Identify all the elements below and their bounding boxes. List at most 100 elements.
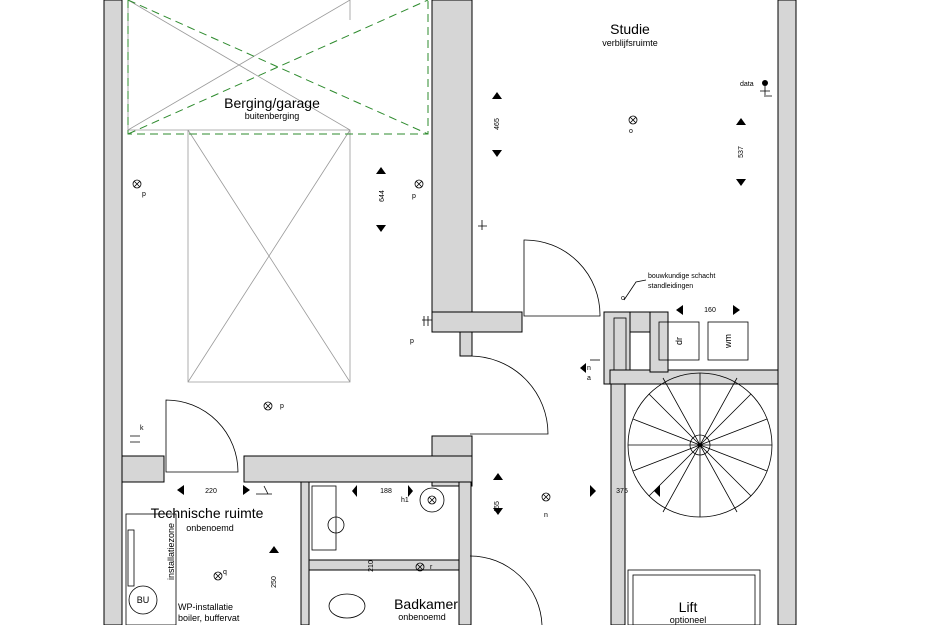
door-corridor[interactable]	[469, 355, 549, 435]
room-name-studie: Studie	[610, 21, 650, 37]
toilet	[328, 593, 366, 619]
outer-wall-left	[103, 0, 123, 625]
bu-label: BU	[137, 595, 150, 605]
dimension-210: 210	[368, 560, 375, 572]
wall-stair-top	[609, 369, 779, 385]
room-sub-studie: verblijfsruimte	[602, 38, 658, 48]
room-sub-badkamer: onbenoemd	[398, 612, 446, 622]
symbol-letter-n: n	[544, 512, 548, 519]
outlet-marker	[352, 485, 357, 497]
outlet-marker	[408, 485, 413, 497]
room-name-berging: Berging/garage	[224, 95, 320, 111]
wall-stair-left	[610, 383, 626, 625]
outlet-marker	[492, 150, 502, 157]
wp-label-1: WP-installatie	[178, 602, 233, 612]
ceiling-light	[263, 401, 273, 411]
outlet-marker	[376, 225, 386, 232]
installatiezone-label: installatiezone	[166, 523, 176, 580]
ceiling-light	[427, 495, 437, 505]
room-sub-berging: buitenberging	[245, 111, 300, 121]
data-outlet	[762, 80, 768, 86]
outer-wall-right	[777, 0, 797, 625]
dimension-644: 644	[379, 190, 386, 202]
room-name-lift: Lift	[679, 599, 698, 615]
room-labels: Berging/garage buitenberging Studie verb…	[151, 21, 707, 625]
outlet-marker	[493, 473, 503, 480]
dimension-160: 160	[704, 307, 716, 314]
installatie-unit	[127, 529, 135, 587]
wall-berging-bottom-left	[121, 455, 165, 483]
wall-switch	[478, 220, 487, 230]
spiral-stair	[627, 372, 773, 518]
dimension-250: 250	[271, 576, 278, 588]
garage-door-zone	[127, 0, 429, 135]
lift-box	[627, 569, 761, 625]
dryer-box	[658, 321, 700, 361]
symbol-letter-q: q	[223, 569, 227, 576]
room-sub-lift: optioneel	[670, 615, 707, 625]
symbol-letter-h1: h1	[401, 497, 409, 504]
wall-berging-bottom	[243, 455, 473, 483]
ceiling-light	[414, 179, 424, 189]
symbol-letter-n: n	[587, 365, 591, 372]
room-name-technische: Technische ruimte	[151, 505, 264, 521]
wall-corridor-left-a	[459, 331, 473, 357]
room-name-badkamer: Badkamer	[394, 596, 458, 612]
outlet-marker	[177, 485, 184, 495]
ceiling-light	[541, 492, 551, 502]
dimension-537: 537	[738, 146, 745, 158]
door-badkamer[interactable]	[469, 555, 543, 625]
stair-treads	[628, 373, 772, 517]
outlet-marker	[676, 305, 683, 315]
schacht-label-1: bouwkundige schacht	[648, 273, 715, 280]
door-technische[interactable]	[165, 399, 239, 473]
data-label: data	[740, 81, 754, 88]
wall-switch	[256, 485, 272, 495]
schacht-box	[613, 317, 627, 371]
dr-label: dr	[674, 337, 684, 345]
wall-badkamer-right	[458, 481, 472, 625]
schacht-label-2: standleidingen	[648, 283, 693, 290]
installatiezone-box	[125, 513, 177, 625]
ceiling-light	[415, 562, 425, 572]
electrical-symbols	[130, 80, 772, 581]
ceiling-light	[213, 571, 223, 581]
ceiling-light	[628, 115, 638, 125]
walls	[103, 0, 797, 625]
doors	[165, 239, 601, 625]
symbol-letter-p: p	[412, 193, 416, 200]
wall-badkamer-mid	[308, 559, 460, 571]
symbol-letter-p: p	[142, 191, 146, 198]
dimension-220: 220	[205, 488, 217, 495]
door-studie[interactable]	[523, 239, 601, 317]
symbol-letter-p: p	[410, 338, 414, 345]
outlet-marker	[580, 363, 586, 373]
outlet-marker	[733, 305, 740, 315]
stair-core	[689, 434, 711, 456]
wall-studie-bottom-left	[431, 311, 523, 333]
dimensions: 644 465 537 160 220 188 465 375 250 210	[205, 118, 745, 588]
outlet-marker	[493, 508, 503, 515]
washer-box	[707, 321, 749, 361]
bu-unit	[128, 585, 158, 615]
outlet-marker	[736, 118, 746, 125]
drain	[419, 487, 445, 513]
wall-switch	[422, 316, 432, 326]
outlet-marker	[492, 92, 502, 99]
fixtures	[125, 317, 761, 625]
annotations: bouwkundige schacht standleidingen data …	[137, 81, 754, 623]
wm-label: wm	[723, 334, 733, 349]
outlet-marker	[736, 179, 746, 186]
berging-garage-zone	[127, 0, 429, 383]
room-sub-technische: onbenoemd	[186, 523, 234, 533]
symbol-letter-o: o	[629, 128, 633, 135]
wash-unit	[311, 485, 337, 551]
wp-label-2: boiler, buffervat	[178, 613, 240, 623]
outlet-marker	[376, 167, 386, 174]
dimension-375: 375	[616, 488, 628, 495]
symbol-letter-p: p	[280, 403, 284, 410]
wall-center-upper	[431, 0, 473, 333]
wall-technische-right	[300, 481, 310, 625]
outlet-marker	[269, 546, 279, 553]
